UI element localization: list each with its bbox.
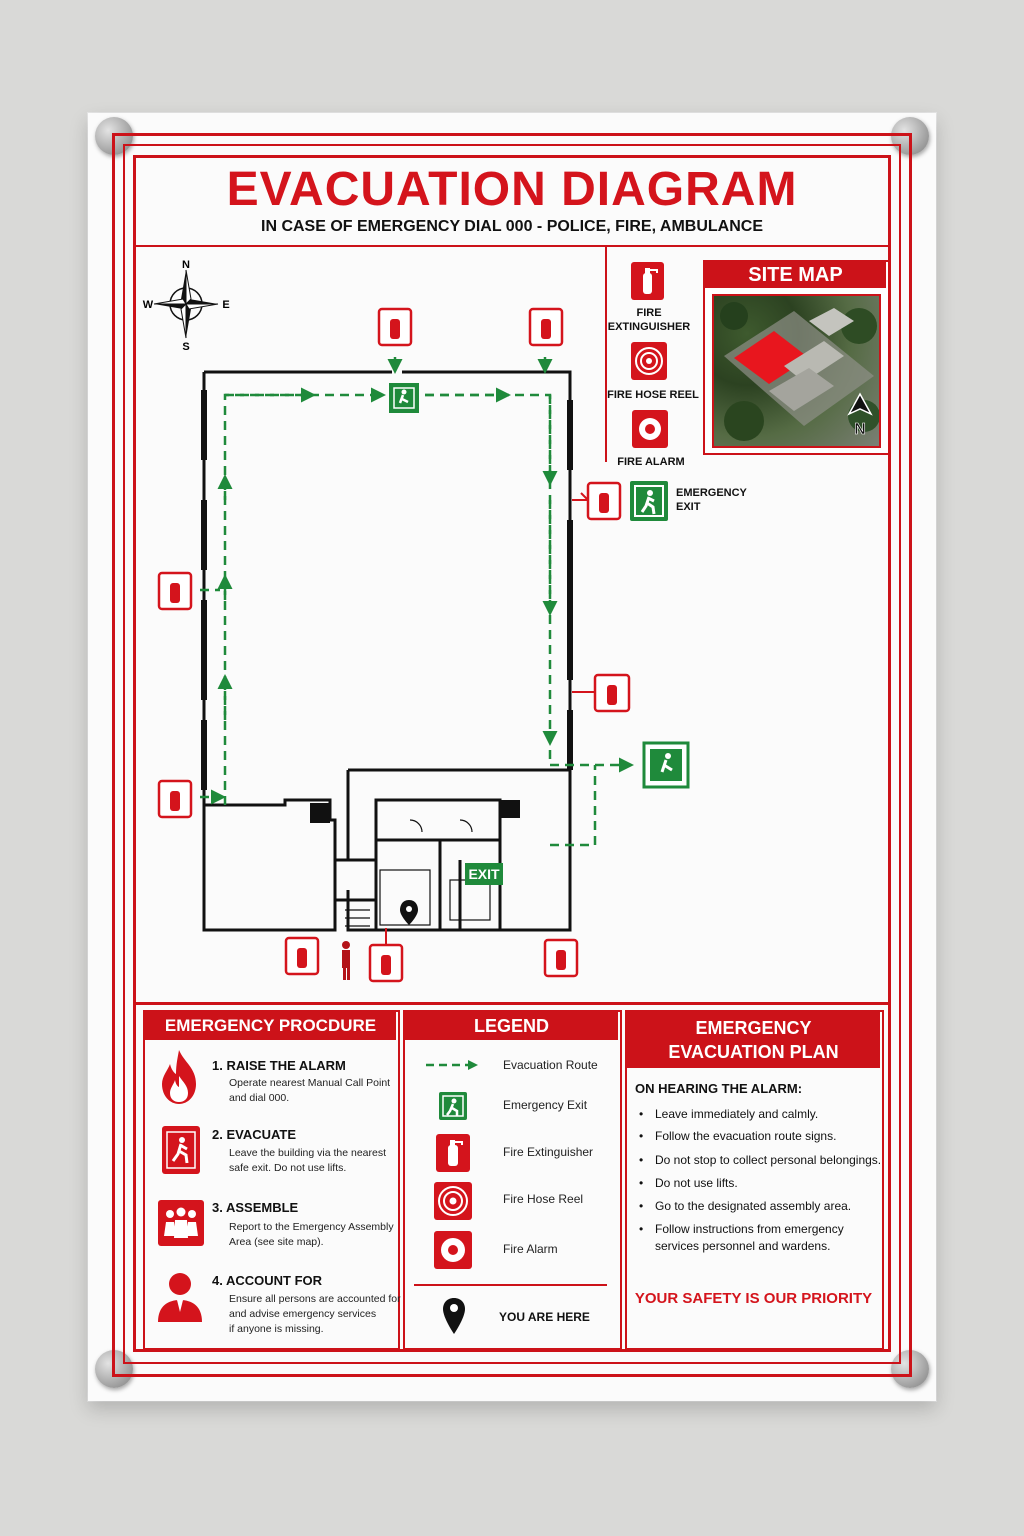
compass-n: N xyxy=(182,259,190,271)
frame-inner-top xyxy=(123,144,901,146)
evac-plan-item-4: Do not use lifts. xyxy=(639,1175,738,1192)
legend-exit-icon xyxy=(439,1092,467,1120)
legend-alarm-label: Fire Alarm xyxy=(503,1242,558,1256)
key-exit-label: EMERGENCY EXIT xyxy=(676,487,747,513)
building-walls xyxy=(202,370,572,932)
legend-you-are-here-label: YOU ARE HERE xyxy=(499,1310,590,1324)
running-person-icon xyxy=(162,1126,200,1174)
legend-extinguisher-icon xyxy=(436,1134,470,1172)
compass-e: E xyxy=(222,299,229,311)
legend-exit-label: Emergency Exit xyxy=(503,1098,588,1112)
legend-alarm-icon xyxy=(434,1231,472,1269)
site-map-north-label: N xyxy=(854,421,866,438)
frame-inner-right xyxy=(899,144,901,1364)
evac-plan-item-6: Follow instructions from emergency servi… xyxy=(639,1221,844,1255)
key-alarm-label: FIRE ALARM xyxy=(617,456,685,468)
compass-w: W xyxy=(143,299,154,311)
key-alarm-icon xyxy=(632,410,668,448)
plan-exit-label: EXIT xyxy=(468,866,500,882)
legend-route-icon xyxy=(426,1060,478,1070)
emergency-number-subtitle: IN CASE OF EMERGENCY DIAL 000 - POLICE, … xyxy=(261,218,763,235)
site-map-north-icon: N xyxy=(847,392,873,438)
legend-hose-reel-label: Fire Hose Reel xyxy=(503,1192,584,1206)
plan-exit-label-box xyxy=(465,863,503,885)
assembly-group-icon xyxy=(158,1200,204,1246)
core-block xyxy=(500,800,520,818)
flame-icon xyxy=(162,1050,196,1104)
plan-extinguisher-bodies xyxy=(170,319,617,975)
content-border-left xyxy=(133,155,136,1351)
content-border-bottom xyxy=(133,1349,891,1352)
plan-exit-sign-right xyxy=(642,741,690,789)
frame-inner-left xyxy=(123,144,125,1364)
legend-title: LEGEND xyxy=(405,1012,618,1040)
compass-rose-icon: N S E W xyxy=(143,259,230,353)
room-details xyxy=(345,819,491,927)
key-exit-icon xyxy=(630,481,668,521)
frame-outer-top xyxy=(112,133,912,136)
procedure-step-3-desc: Report to the Emergency Assembly Area (s… xyxy=(229,1221,394,1248)
safety-slogan: YOUR SAFETY IS OUR PRIORITY xyxy=(634,1290,873,1307)
frame-outer-left xyxy=(112,133,115,1377)
person-marker xyxy=(342,941,350,980)
key-hose-reel-icon xyxy=(631,342,667,380)
legend-hose-reel-icon xyxy=(434,1182,472,1220)
site-map-aerial-image xyxy=(712,294,881,448)
site-map-title: SITE MAP xyxy=(705,262,886,288)
procedure-box xyxy=(143,1010,400,1350)
procedure-step-2-desc: Leave the building via the nearest safe … xyxy=(229,1147,387,1174)
evac-plan-item-3: Do not stop to collect personal belongin… xyxy=(639,1152,881,1169)
legend-divider xyxy=(414,1284,607,1286)
you-are-here-marker xyxy=(400,900,418,925)
map-divider xyxy=(133,1002,891,1005)
evac-plan-item-5: Go to the designated assembly area. xyxy=(639,1198,851,1215)
person-account-icon xyxy=(158,1273,202,1322)
page-title: EVACUATION DIAGRAM xyxy=(226,163,798,216)
evac-plan-item-2: Follow the evacuation route signs. xyxy=(639,1128,836,1145)
key-extinguisher-label: FIRE EXTINGUISHER xyxy=(607,307,691,333)
procedure-step-4-desc: Ensure all persons are accounted for and… xyxy=(229,1293,401,1335)
content-border-right xyxy=(888,155,891,1351)
frame-inner-bottom xyxy=(123,1362,901,1364)
evacuation-routes xyxy=(200,357,634,847)
legend-you-are-here-icon xyxy=(443,1298,465,1334)
legend-route-label: Evacuation Route xyxy=(503,1058,598,1072)
key-hose-reel-label: FIRE HOSE REEL xyxy=(607,389,699,401)
procedure-step-1-desc: Operate nearest Manual Call Point and di… xyxy=(229,1077,391,1104)
legend-box xyxy=(403,1010,622,1350)
evac-plan-subhead: ON HEARING THE ALARM: xyxy=(635,1081,803,1096)
evac-plan-title: EMERGENCY EVACUATION PLAN xyxy=(627,1012,880,1068)
procedure-step-4-title: 4. ACCOUNT FOR xyxy=(212,1273,323,1288)
procedure-step-1-title: 1. RAISE THE ALARM xyxy=(212,1058,346,1073)
legend-extinguisher-label: Fire Extinguisher xyxy=(503,1145,594,1159)
procedure-step-3-title: 3. ASSEMBLE xyxy=(212,1200,299,1215)
key-column-divider xyxy=(605,247,607,462)
floor-plan: EXIT xyxy=(157,307,690,983)
window-marks xyxy=(201,390,573,790)
header-divider xyxy=(133,245,891,247)
content-border-top xyxy=(133,155,891,158)
evac-plan-box xyxy=(625,1010,884,1350)
compass-s: S xyxy=(182,341,189,353)
procedure-step-2-title: 2. EVACUATE xyxy=(212,1127,297,1142)
frame-outer-bottom xyxy=(112,1374,912,1377)
key-extinguisher-icon xyxy=(631,262,664,300)
plan-exit-sign-top xyxy=(389,383,419,413)
procedure-title: EMERGENCY PROCDURE xyxy=(145,1012,396,1040)
frame-outer-right xyxy=(909,133,912,1377)
evac-plan-item-1: Leave immediately and calmly. xyxy=(639,1106,818,1123)
stair-block xyxy=(310,803,330,823)
plan-extinguisher-leaders xyxy=(385,492,595,945)
